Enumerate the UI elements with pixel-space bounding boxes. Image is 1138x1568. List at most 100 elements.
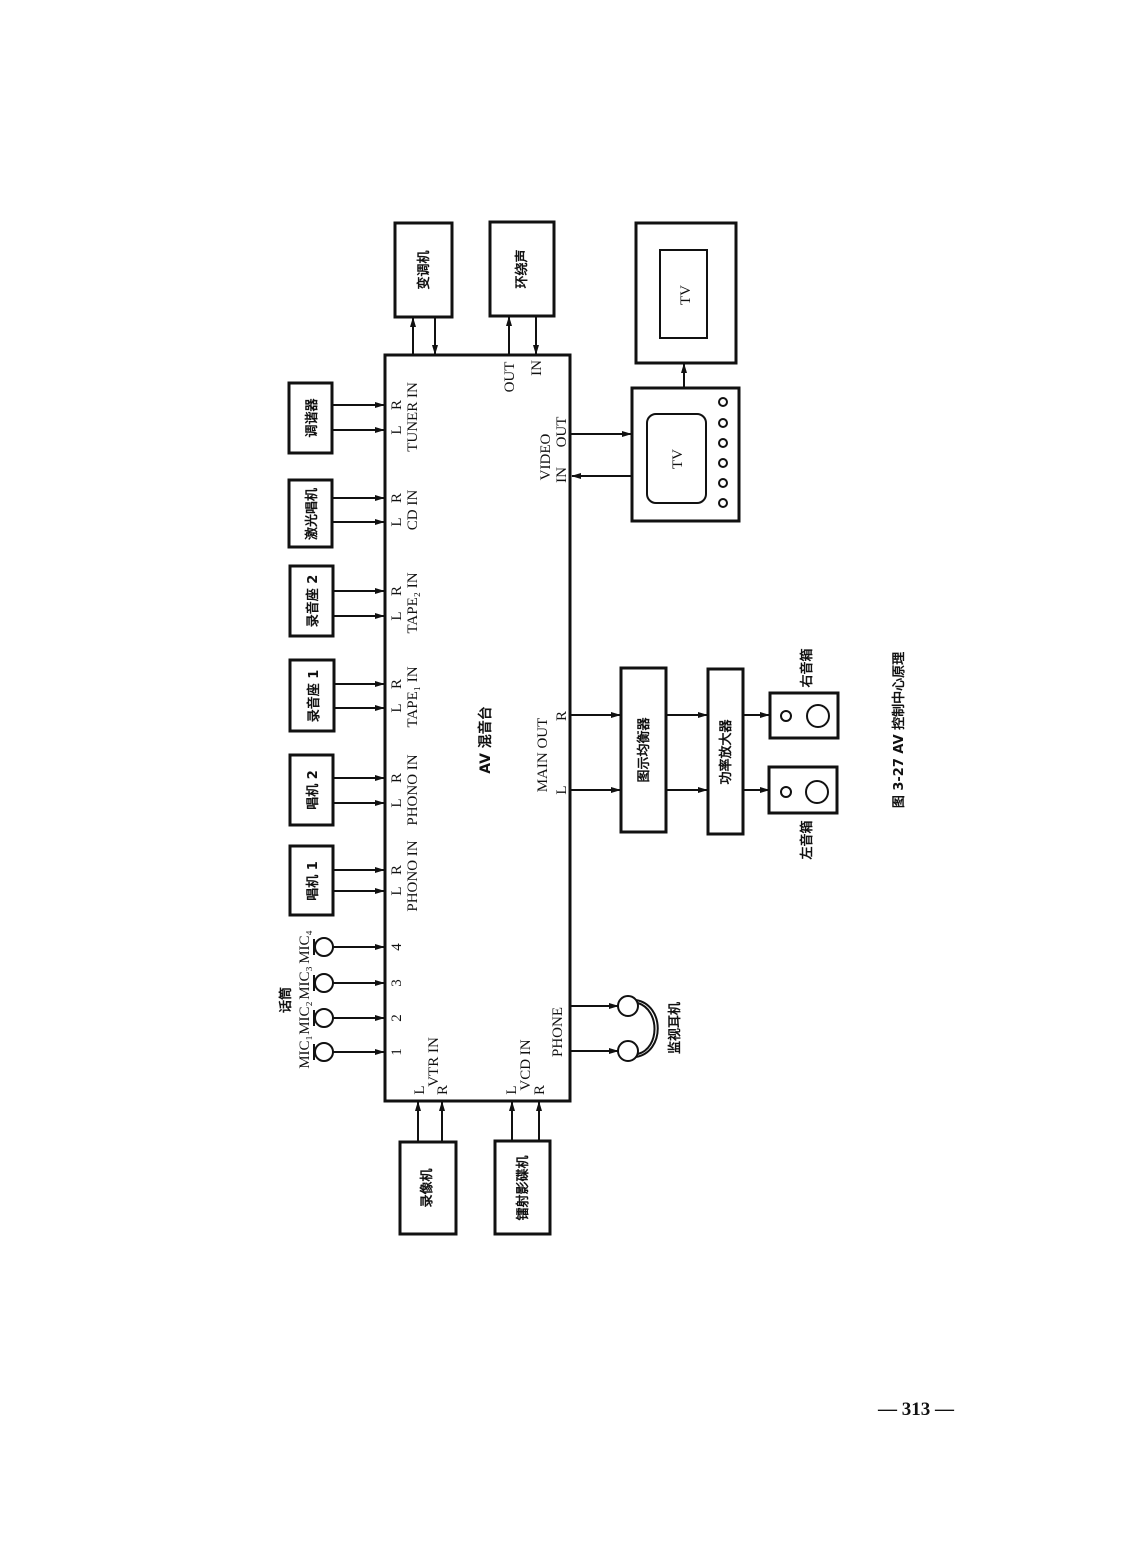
main-out-r-label: R <box>554 711 570 721</box>
tape-deck-1-label: 录音座 1 <box>306 670 322 723</box>
av-mixer-box <box>383 353 572 1103</box>
equalizer-label: 图示均衡器 <box>636 717 652 783</box>
tape2-r-label: R <box>389 586 405 596</box>
phono1-in-label: PHONO IN <box>405 840 421 911</box>
vtr-r-label: R <box>435 1085 451 1095</box>
woofer-icon <box>805 780 829 804</box>
phone-out-label: PHONE <box>550 1007 566 1057</box>
amplifier-box <box>706 667 745 836</box>
knob-icon <box>718 438 728 448</box>
vcr-box <box>398 1140 458 1236</box>
mic-4-icon <box>314 937 334 957</box>
headphone-right-icon <box>617 1040 639 1062</box>
headphones-group: PHONE 监视耳机 <box>550 995 683 1062</box>
mic-4-label: MIC₄ <box>297 930 313 964</box>
headphones-label: 监视耳机 <box>667 1002 683 1054</box>
mixer-label: AV 混音台 <box>477 706 494 774</box>
cd-r-label: R <box>389 493 405 503</box>
knob-icon <box>718 397 728 407</box>
left-speaker-box <box>767 765 839 815</box>
tv-projector-label: TV <box>678 285 694 305</box>
mic-1-icon <box>314 1042 334 1062</box>
mic-input-2: 2 <box>389 1014 405 1022</box>
surround-in-label: IN <box>529 360 545 376</box>
tv-monitor-label: TV <box>670 449 686 469</box>
vtr-l-label: L <box>412 1085 428 1094</box>
video-label: VIDEO <box>538 434 554 481</box>
tape2-in-label: TAPE₂ IN <box>405 572 421 633</box>
main-out-l-label: L <box>554 785 570 794</box>
mic-2-label: MIC₂ <box>297 1001 313 1035</box>
amplifier-label: 功率放大器 <box>718 719 734 785</box>
vcd-in-label: VCD IN <box>518 1039 534 1090</box>
turntable-1-label: 唱机 1 <box>305 861 321 901</box>
turntable-2-box <box>288 753 335 827</box>
cd-l-label: L <box>389 517 405 526</box>
modem-label: 变调机 <box>416 250 432 289</box>
turntable-2-label: 唱机 2 <box>305 770 321 810</box>
phono1-r-label: R <box>389 865 405 875</box>
modem-box <box>393 221 454 319</box>
cd-player-label: 激光唱机 <box>304 488 320 540</box>
knob-icon <box>718 478 728 488</box>
mic-1-label: MIC₁ <box>297 1035 313 1069</box>
tuner-l-label: L <box>389 425 405 434</box>
woofer-icon <box>806 704 830 728</box>
figure-caption: 图 3-27 AV 控制中心原理 <box>891 652 907 808</box>
tuner-in-label: TUNER IN <box>405 382 421 452</box>
tuner-r-label: R <box>389 400 405 410</box>
tape1-l-label: L <box>389 703 405 712</box>
video-in-label: IN <box>554 467 570 483</box>
phono2-l-label: L <box>389 798 405 807</box>
turntable-1-box <box>288 844 335 917</box>
tape2-l-label: L <box>389 611 405 620</box>
knob-icon <box>718 458 728 468</box>
headphone-band-icon <box>635 999 659 1058</box>
mic-input-3: 3 <box>389 979 405 987</box>
cd-in-label: CD IN <box>405 490 421 531</box>
phono2-in-label: PHONO IN <box>405 754 421 825</box>
tweeter-icon <box>780 710 792 722</box>
surround-out-label: OUT <box>502 362 518 393</box>
tape-deck-2-box <box>288 564 335 638</box>
tv-projector-box <box>634 221 738 365</box>
headphone-left-icon <box>617 995 639 1017</box>
tape1-r-label: R <box>389 679 405 689</box>
mic-input-4: 4 <box>389 943 405 951</box>
page-number: — 313 — <box>877 1399 955 1420</box>
tuner-box <box>287 381 334 455</box>
vcd-player-box <box>493 1139 552 1236</box>
microphones-label: 话筒 <box>278 987 294 1013</box>
surround-box <box>488 220 556 318</box>
equalizer-box <box>619 666 668 834</box>
mic-2-icon <box>314 1008 334 1028</box>
tv-projector-screen <box>659 249 708 339</box>
surround-label: 环绕声 <box>514 249 530 288</box>
main-out-label: MAIN OUT <box>535 718 551 793</box>
video-out-label: OUT <box>554 417 570 448</box>
knob-icon <box>718 498 728 508</box>
right-speaker-box <box>768 691 840 740</box>
microphone-group: MIC₄ MIC₃ MIC₂ MIC₁ 话筒 4 3 2 1 <box>278 930 405 1069</box>
tape-deck-1-box <box>288 658 336 733</box>
mic-3-label: MIC₃ <box>297 966 313 1000</box>
vcd-r-label: R <box>532 1085 548 1095</box>
tweeter-icon <box>780 786 792 798</box>
right-speaker-label: 右音箱 <box>799 648 815 688</box>
vcd-player-label: 镭射影碟机 <box>515 1155 531 1221</box>
tuner-label: 调谐器 <box>304 398 320 438</box>
vcr-label: 录像机 <box>419 1168 435 1207</box>
tv-monitor-knobs <box>718 397 728 508</box>
knob-icon <box>718 418 728 428</box>
mic-input-1: 1 <box>389 1048 405 1056</box>
phono2-r-label: R <box>389 773 405 783</box>
vcd-l-label: L <box>504 1085 520 1094</box>
cd-player-box <box>287 478 334 549</box>
phono1-l-label: L <box>389 886 405 895</box>
left-speaker-label: 左音箱 <box>799 820 815 859</box>
mic-3-icon <box>314 973 334 993</box>
tape1-in-label: TAPE₁ IN <box>405 666 421 727</box>
tape-deck-2-label: 录音座 2 <box>305 575 321 628</box>
tv-monitor-screen <box>646 413 707 504</box>
